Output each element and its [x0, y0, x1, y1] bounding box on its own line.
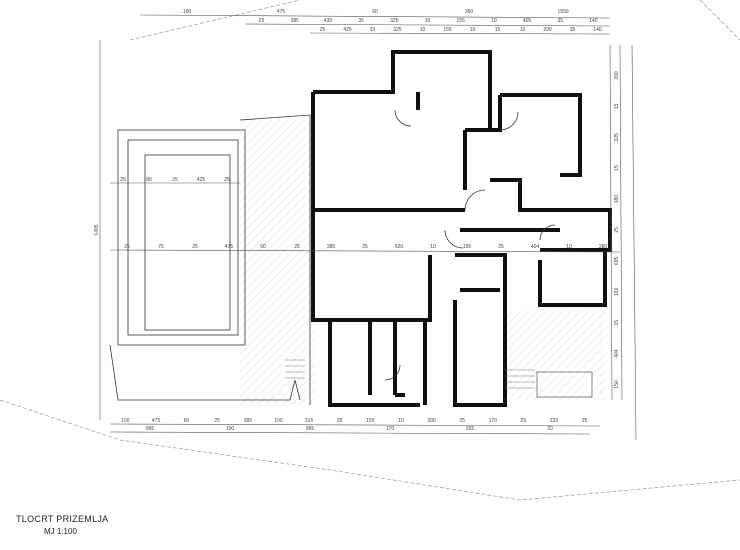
dimension-label: 20 [547, 426, 553, 432]
dimension-label: 10 [470, 27, 476, 33]
dimension-label: 155 [443, 27, 452, 33]
dimension-label: 25 [498, 244, 504, 250]
dimension-label: 325 [393, 27, 402, 33]
terrace-hatch [240, 120, 315, 405]
dimension-label: 425 [197, 177, 206, 183]
dimension-label: 10 [420, 27, 426, 33]
dimension-label: 25 [614, 227, 620, 233]
dimension-label: 435 [324, 18, 333, 24]
dimension-label: 25 [459, 418, 465, 424]
dimension-label: 25 [320, 27, 326, 33]
dimension-label: 160 [614, 287, 620, 296]
dimension-label: 155 [457, 18, 466, 24]
dimension-label: 155 [463, 244, 472, 250]
dimension-label: 385 [244, 418, 253, 424]
dimension-label: 325 [390, 18, 399, 24]
dimension-label: 140 [593, 27, 602, 33]
dimension-label: 60 [260, 244, 266, 250]
dimension-label: 390 [427, 418, 436, 424]
dimension-label: 10 [370, 27, 376, 33]
dimension-label: 155 [366, 418, 375, 424]
stairs [285, 359, 593, 398]
dimension-label: 385 [291, 18, 300, 24]
dimension-label: 25 [521, 418, 527, 424]
dimension-label: 100 [226, 426, 235, 432]
terrace-hatch-south [505, 310, 605, 400]
door-swings [384, 109, 556, 381]
dimension-label: 170 [386, 426, 395, 432]
drawing-scale: MJ 1:100 [44, 527, 77, 536]
dimension-label: 10 [520, 27, 526, 33]
dimension-label: 25 [294, 244, 300, 250]
dimension-label: 404 [614, 349, 620, 358]
dimension-label: 140 [589, 18, 598, 24]
dimension-label: 170 [489, 418, 498, 424]
dimension-label: 404 [531, 244, 540, 250]
dimension-lines [99, 14, 637, 441]
dimension-label: 35 [570, 27, 576, 33]
dimension-label: 75 [158, 244, 164, 250]
dimension-label: 1550 [557, 9, 568, 15]
dimension-label: 315 [305, 418, 314, 424]
dimension-label: 405 [523, 18, 532, 24]
dimension-label: 15 [614, 165, 620, 171]
dimension-label: 25 [172, 177, 178, 183]
dimension-label: 100 [121, 418, 130, 424]
dimension-label: 15 [614, 320, 620, 326]
dimension-label: 15 [614, 103, 620, 109]
dimension-label: 180 [614, 195, 620, 204]
dimension-label: 1495 [94, 224, 100, 235]
dimension-label: 220 [550, 418, 559, 424]
dimension-label: 100 [274, 418, 283, 424]
dimension-label: 425 [343, 27, 352, 33]
pool [109, 114, 311, 405]
dimension-label: 100 [183, 9, 192, 15]
dimension-label: 150 [614, 380, 620, 389]
dimension-label: 25 [582, 418, 588, 424]
dimension-label: 475 [225, 244, 234, 250]
dimension-label: 200 [614, 71, 620, 80]
dimension-label: 385 [327, 244, 336, 250]
dimension-label: 25 [362, 244, 368, 250]
dimension-label: 475 [277, 9, 286, 15]
dimension-label: 25 [337, 418, 343, 424]
dimension-label: 965 [306, 426, 315, 432]
dimension-label: 475 [152, 418, 161, 424]
dimension-label: 25 [124, 244, 130, 250]
dimension-label: 10 [491, 18, 497, 24]
dimension-label: 325 [614, 133, 620, 142]
dimension-label: 695 [614, 257, 620, 266]
dimension-label: 35 [557, 18, 563, 24]
dimension-label: 25 [224, 177, 230, 183]
dimension-label: 60 [372, 9, 378, 15]
dimension-label: 265 [466, 426, 475, 432]
dimension-label: 280 [599, 244, 608, 250]
drawing-title: TLOCRT PRIZEMLJA [16, 514, 109, 524]
dimension-label: 290 [543, 27, 552, 33]
dimension-label: 35 [358, 18, 364, 24]
dimension-label: 15 [495, 27, 501, 33]
dimension-label: 10 [566, 244, 572, 250]
dimension-label: 25 [120, 177, 126, 183]
dimension-label: 10 [398, 418, 404, 424]
dimension-label: 995 [146, 426, 155, 432]
dimension-label: 25 [192, 244, 198, 250]
dimension-label: 360 [465, 9, 474, 15]
dimension-label: 80 [146, 177, 152, 183]
dimension-label: 60 [184, 418, 190, 424]
dimension-label: 10 [430, 244, 436, 250]
dimension-label: 25 [259, 18, 265, 24]
dimension-label: 25 [214, 418, 220, 424]
dimension-label: 620 [395, 244, 404, 250]
site-boundary [0, 0, 740, 501]
dimension-label: 10 [425, 18, 431, 24]
